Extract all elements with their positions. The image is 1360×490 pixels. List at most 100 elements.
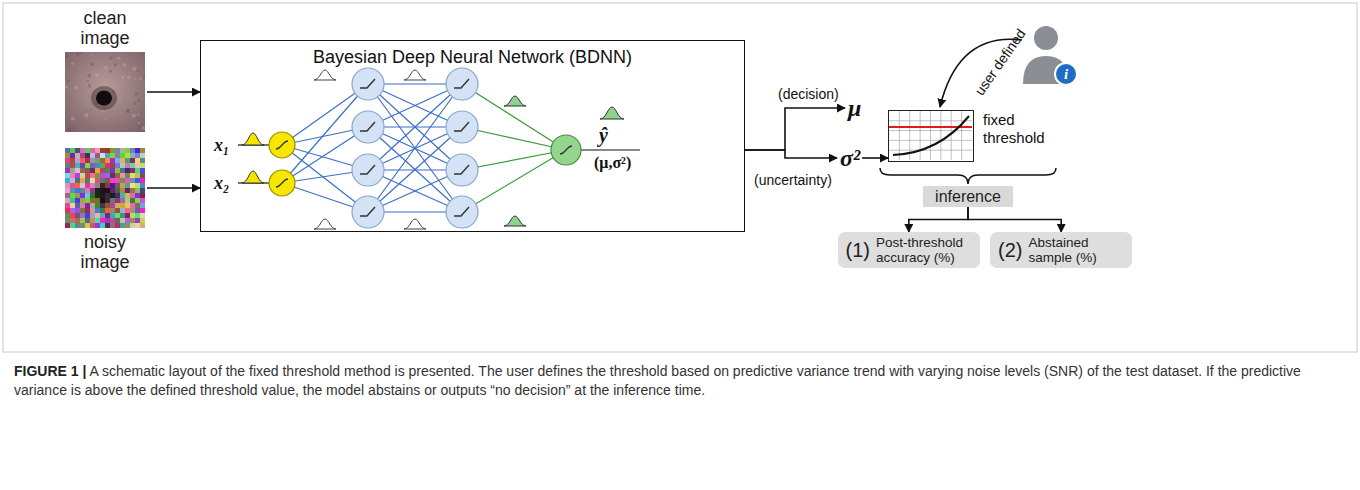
noise-pixel [80, 173, 85, 178]
noise-pixel [65, 168, 70, 173]
noise-pixel [100, 178, 105, 183]
texture-dot [91, 85, 93, 87]
texture-dot [135, 65, 138, 68]
noise-pixel [120, 188, 125, 193]
weight-line [368, 84, 462, 212]
noise-pixel [85, 193, 90, 198]
noise-pixel [95, 208, 100, 213]
noise-pixel [90, 218, 95, 223]
noise-pixel [90, 208, 95, 213]
noise-pixel [80, 153, 85, 158]
texture-dot [134, 102, 137, 105]
gaussian-symbol [314, 219, 336, 229]
noise-pixel [70, 188, 75, 193]
activation-symbol [360, 79, 375, 88]
box-title: Bayesian Deep Neural Network (BDNN) [201, 41, 744, 68]
noise-pixel [125, 178, 130, 183]
texture-dot [127, 75, 131, 79]
noise-pixel [90, 183, 95, 188]
texture-dot [68, 128, 72, 132]
texture-dot [71, 62, 74, 65]
noise-pixel [130, 173, 135, 178]
noise-pixel [125, 173, 130, 178]
noise-pixel [65, 158, 70, 163]
noise-pixel [120, 173, 125, 178]
noise-pixel [115, 148, 120, 153]
noise-pixel [80, 193, 85, 198]
noise-pixel [105, 218, 110, 223]
texture-dot [76, 52, 80, 56]
noise-pixel [105, 173, 110, 178]
box-label: Abstained sample (%) [1028, 235, 1124, 265]
gaussian-symbol [600, 107, 624, 119]
noise-pixel [135, 178, 140, 183]
noise-pixel [110, 173, 115, 178]
noise-pixel [125, 168, 130, 173]
noise-pixel [120, 168, 125, 173]
noise-pixel [95, 203, 100, 208]
noise-pixel [140, 158, 145, 163]
output-symbol: σ² [840, 144, 860, 172]
noise-pixel [90, 158, 95, 163]
noise-pixel [130, 168, 135, 173]
noise-pixel [100, 213, 105, 218]
input-neuron [269, 170, 295, 196]
noise-pixel [80, 148, 85, 153]
texture-dot [134, 68, 138, 72]
user-head [1034, 26, 1058, 50]
weight-line [368, 84, 462, 212]
grid-line [889, 140, 972, 141]
grid-line [889, 120, 972, 121]
noise-pixel [70, 218, 75, 223]
noisy-image [65, 148, 145, 228]
chart-label: fixed threshold [983, 111, 1059, 147]
noise-pixel [110, 163, 115, 168]
noise-pixel [70, 153, 75, 158]
caption-number: FIGURE 1 | [14, 363, 86, 379]
curly-brace [880, 168, 1056, 184]
connector-arrow [968, 207, 1061, 232]
chart-plot [889, 111, 972, 160]
texture-dot [123, 63, 126, 66]
noise-pixel [85, 173, 90, 178]
input-label: x₂ [214, 172, 229, 194]
output-symbol: μ [848, 94, 861, 122]
noise-pixel [140, 198, 145, 203]
activation-symbol [276, 141, 288, 149]
noise-pixel [65, 148, 70, 153]
noise-pixel [100, 223, 105, 228]
noise-pixel [85, 178, 90, 183]
activation-symbol [454, 122, 469, 131]
grid-line [940, 111, 941, 160]
noise-pixel [90, 223, 95, 228]
hidden-neuron [352, 68, 384, 100]
noise-pixel [125, 183, 130, 188]
noise-pixel [110, 168, 115, 173]
noise-pixel [105, 148, 110, 153]
noise-pixel [100, 163, 105, 168]
activation-symbol [454, 79, 469, 88]
noise-pixel [95, 178, 100, 183]
noise-pixel [125, 213, 130, 218]
noise-pixel [130, 208, 135, 213]
noise-pixel [90, 148, 95, 153]
noise-pixel [85, 153, 90, 158]
texture-dot [67, 80, 70, 83]
texture-dot [143, 75, 145, 78]
texture-dot [138, 126, 140, 128]
texture-dot [87, 115, 88, 116]
noise-pixel [125, 188, 130, 193]
noise-pixel [125, 198, 130, 203]
noise-pixel [95, 183, 100, 188]
noise-pixel [100, 208, 105, 213]
noise-pixel [115, 193, 120, 198]
noise-pixel [115, 153, 120, 158]
noise-pixel [70, 173, 75, 178]
gaussian-symbol [404, 70, 426, 80]
noise-pixel [135, 193, 140, 198]
weight-line [462, 150, 566, 212]
noise-pixel [90, 188, 95, 193]
noise-pixel [125, 193, 130, 198]
noise-pixel [110, 153, 115, 158]
noise-pixel [135, 153, 140, 158]
